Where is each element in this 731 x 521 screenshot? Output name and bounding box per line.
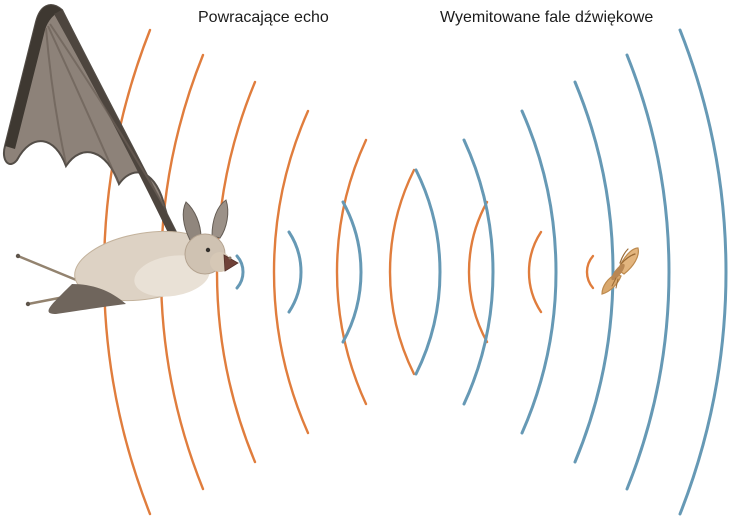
emitted-wave-arc-2	[287, 230, 303, 314]
echo-wave-arc-5	[335, 138, 368, 406]
emitted-wave-arc-8	[625, 53, 671, 491]
emitted-label: Wyemitowane fale dźwiękowe	[440, 9, 654, 26]
emitted-wave-arc-6	[520, 109, 558, 435]
echo-wave-arc-3	[467, 200, 489, 344]
bat-wing-trailing-edge	[54, 10, 179, 239]
bat-claw	[15, 253, 21, 259]
echo-label: Powracające echo	[198, 9, 329, 26]
moth-legs	[611, 277, 619, 289]
moth-antennae	[619, 248, 636, 265]
moth-body	[611, 263, 625, 281]
bat-claw	[25, 301, 31, 307]
moth-illustration	[601, 247, 639, 295]
bat-nose	[228, 256, 232, 260]
moth-wing-lower	[601, 273, 622, 295]
bat-wing-leading-edge	[5, 5, 62, 149]
echo-wave-arc-4	[388, 168, 416, 376]
bat-ear-right	[211, 199, 229, 239]
bat-ear-left	[182, 201, 202, 241]
emitted-wave-arc-9	[678, 28, 728, 516]
bat-wing-finger-bones	[45, 23, 165, 207]
emitted-wave-arc-7	[573, 80, 615, 464]
emitted-wave-arc-3	[341, 200, 363, 344]
emitted-wave-arc-5	[462, 138, 495, 406]
bat-far-wing	[48, 284, 126, 314]
emitted-wave-arcs	[235, 28, 728, 516]
echo-wave-arc-2	[527, 230, 543, 314]
emitted-wave-arc-1	[235, 254, 245, 290]
echo-wave-arc-6	[272, 109, 310, 435]
echo-wave-arc-7	[215, 80, 257, 464]
bat-illustration	[3, 4, 239, 314]
bat-eye	[205, 247, 211, 253]
emitted-wave-arc-4	[414, 168, 442, 376]
echo-wave-arc-1	[585, 254, 595, 290]
